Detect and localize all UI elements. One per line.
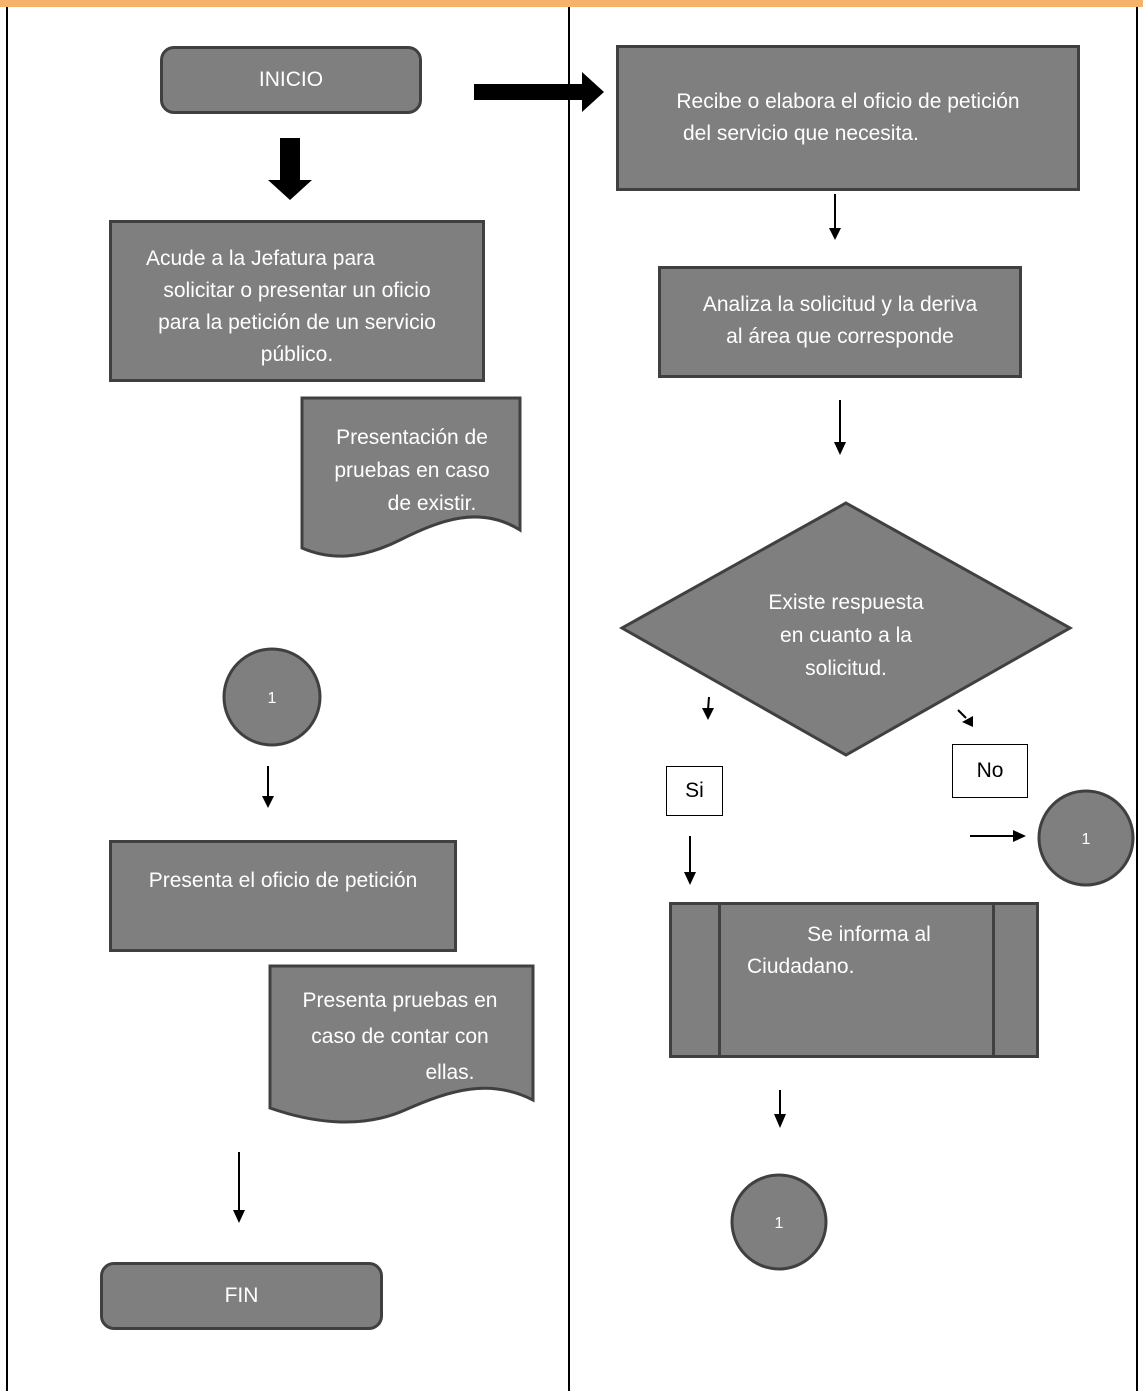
label-si-text: Si <box>685 779 704 802</box>
connector-end <box>730 1173 828 1271</box>
acude-line: solicitar o presentar un oficio <box>163 279 431 302</box>
informa-line: Ciudadano. <box>747 955 855 978</box>
arrow-decision-si <box>707 696 710 711</box>
informa-inner-bar-left <box>718 905 721 1055</box>
recibe-line: Recibe o elabora el oficio de petición <box>676 90 1020 113</box>
arrowhead <box>262 796 274 808</box>
recibe-process-box: Recibe o elabora el oficio de petición d… <box>616 45 1080 191</box>
presentacion-line: de existir. <box>388 492 477 515</box>
arrowhead <box>834 442 846 455</box>
informa-inner-bar-right <box>992 905 995 1055</box>
label-no-text: No <box>976 759 1004 782</box>
acude-line: público. <box>260 343 334 366</box>
acude-line: para la petición de un servicio <box>158 311 436 334</box>
top-rule <box>0 0 1143 7</box>
connector-end-label: 1 <box>775 1215 784 1232</box>
informa-predefined-process: Se informa al Ciudadano. <box>669 902 1039 1058</box>
arrowhead <box>829 228 841 240</box>
acude-process-box: Acude a la Jefatura para solicitar o pre… <box>109 220 485 382</box>
lane-border-left <box>6 7 8 1391</box>
presenta-pruebas-line: caso de contar con <box>311 1025 488 1048</box>
fin-label: FIN <box>224 1284 259 1307</box>
arrowhead <box>774 1114 786 1128</box>
analiza-line: al área que corresponde <box>726 325 954 348</box>
connector-no <box>1037 789 1135 887</box>
presentacion-line: Presentación de <box>336 426 488 449</box>
arrow-decision-no <box>957 709 967 719</box>
presentacion-document <box>300 396 522 558</box>
decision-diamond <box>618 501 1074 757</box>
analiza-line: Analiza la solicitud y la deriva <box>702 293 978 316</box>
presentacion-line: pruebas en caso <box>334 459 489 482</box>
presenta-oficio-box: Presenta el oficio de petición <box>109 840 457 952</box>
acude-line: Acude a la Jefatura para <box>146 247 375 270</box>
decision-line: solicitud. <box>805 657 887 680</box>
fin-terminal: FIN <box>100 1262 383 1330</box>
recibe-line: del servicio que necesita. <box>683 122 919 145</box>
informa-line: Se informa al <box>807 923 931 946</box>
thick-arrow-right <box>474 72 604 112</box>
presenta-pruebas-line: ellas. <box>425 1061 474 1084</box>
lane-border-right <box>1136 7 1138 1391</box>
arrowhead <box>1013 830 1026 842</box>
thick-arrow-down <box>268 138 312 200</box>
presenta-oficio-label: Presenta el oficio de petición <box>148 869 418 892</box>
decision-line: Existe respuesta <box>768 591 924 614</box>
label-si: Si <box>666 766 723 816</box>
arrowhead <box>702 708 714 720</box>
presenta-pruebas-line: Presenta pruebas en <box>303 989 498 1012</box>
arrowhead <box>233 1210 245 1223</box>
arrowhead <box>684 872 696 885</box>
presenta-pruebas-document <box>268 964 535 1124</box>
inicio-terminal: INICIO <box>160 46 422 114</box>
lane-divider <box>568 7 570 1391</box>
arrowhead <box>962 716 973 727</box>
inicio-label: INICIO <box>258 68 324 91</box>
decision-line: en cuanto a la <box>780 624 912 647</box>
analiza-process-box: Analiza la solicitud y la deriva al área… <box>658 266 1022 378</box>
label-no: No <box>952 744 1028 798</box>
connector-1-left-label: 1 <box>268 690 277 707</box>
connector-1-left <box>222 647 322 747</box>
connector-no-label: 1 <box>1082 831 1091 848</box>
